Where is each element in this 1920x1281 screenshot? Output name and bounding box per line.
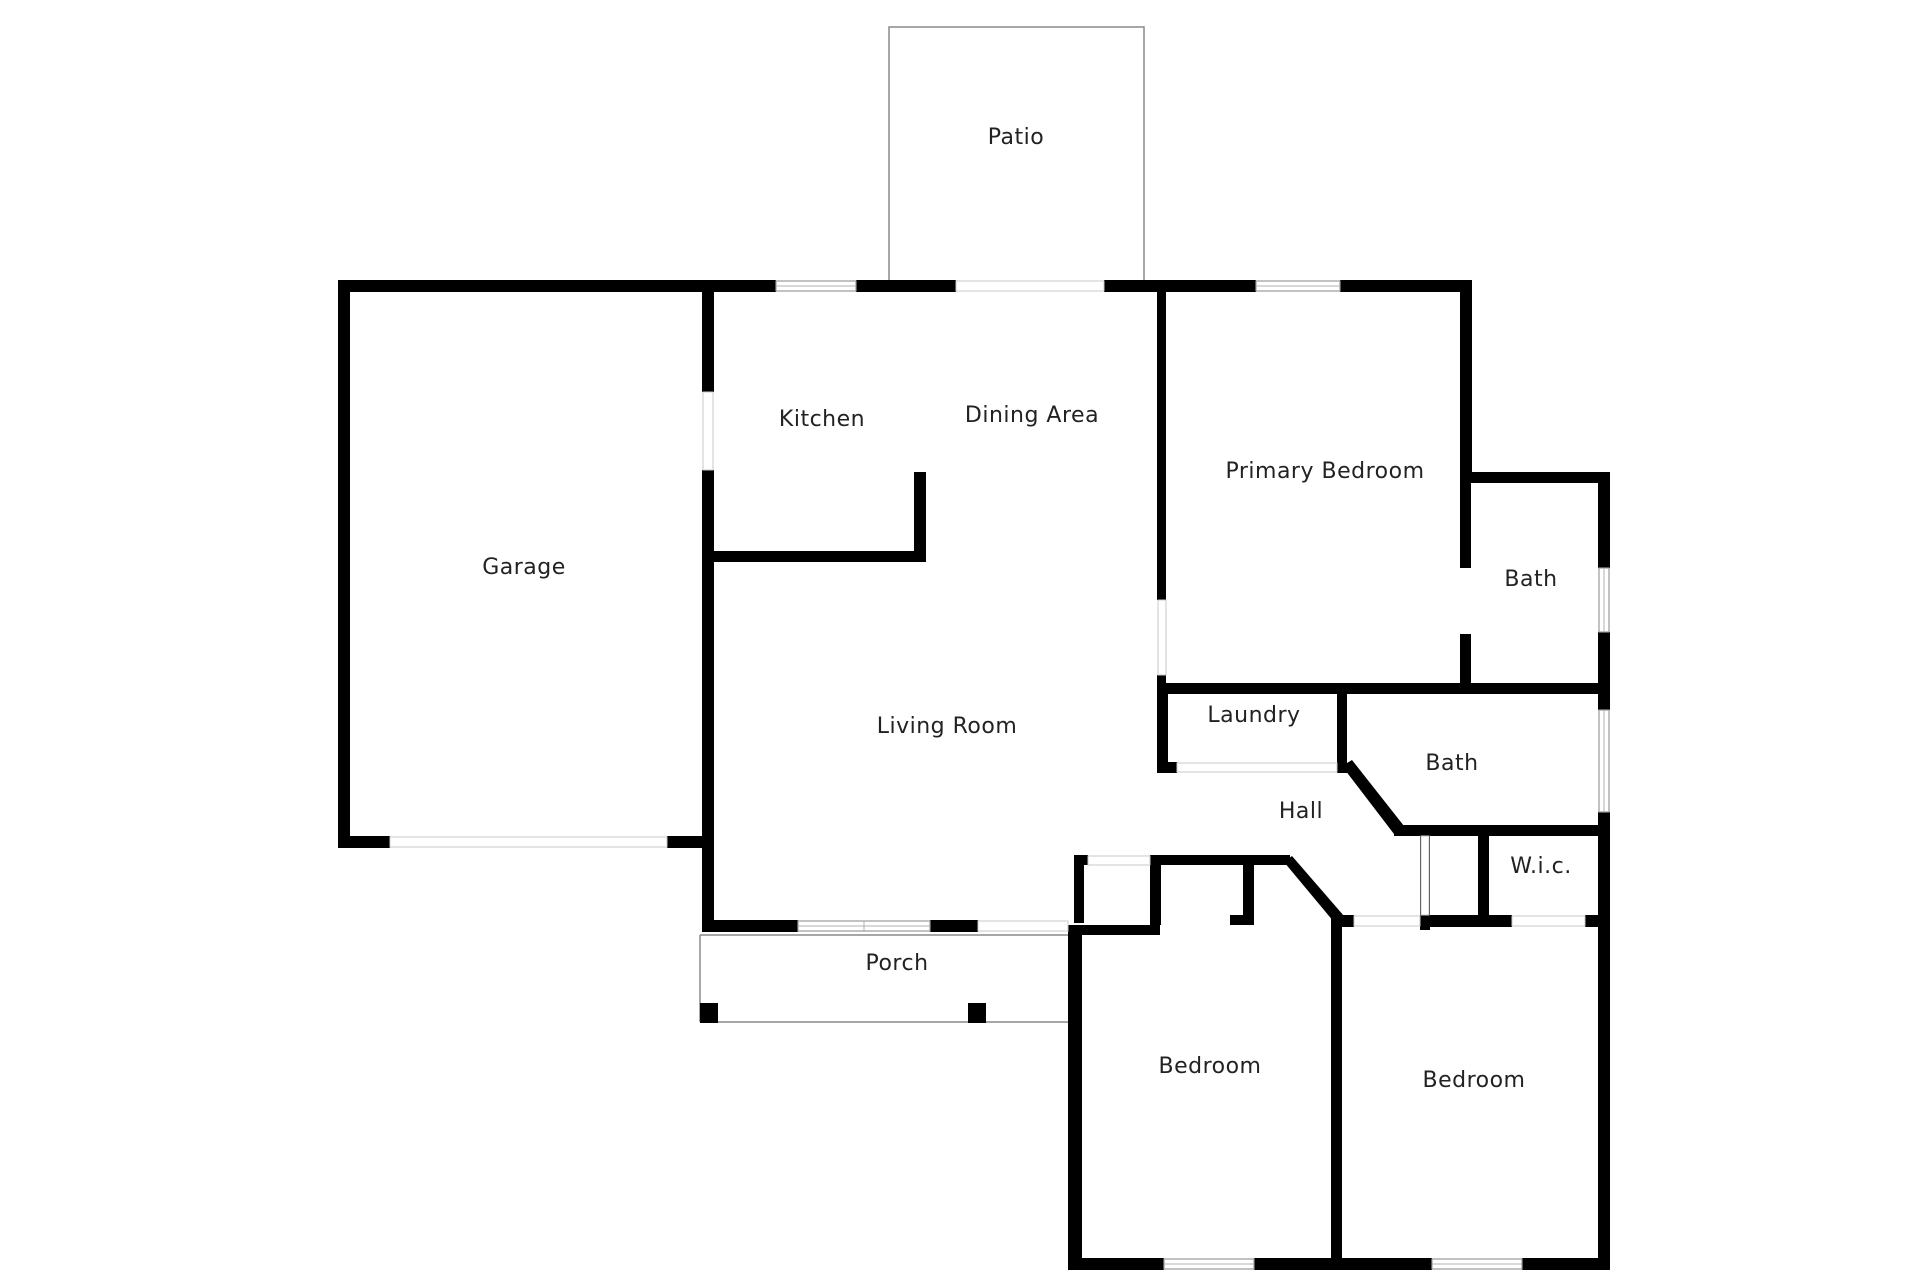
room-label-bedroom-left: Bedroom xyxy=(1158,1054,1261,1079)
room-label-living-room: Living Room xyxy=(877,714,1018,739)
patio-outline xyxy=(888,26,1145,283)
room-label-wic: W.i.c. xyxy=(1510,854,1571,879)
walls xyxy=(338,280,1610,1270)
room-label-hall: Hall xyxy=(1279,799,1323,824)
room-label-bedroom-right: Bedroom xyxy=(1422,1068,1525,1093)
room-label-patio: Patio xyxy=(988,125,1044,150)
room-label-porch: Porch xyxy=(865,951,928,976)
porch-outline xyxy=(699,934,1068,1023)
room-label-garage: Garage xyxy=(482,555,566,580)
room-label-kitchen: Kitchen xyxy=(779,407,865,432)
windows xyxy=(389,280,1610,1270)
room-label-bath-hall: Bath xyxy=(1425,751,1478,776)
room-label-laundry: Laundry xyxy=(1207,703,1300,728)
room-label-primary-bedroom: Primary Bedroom xyxy=(1225,459,1424,484)
room-label-bath-primary: Bath xyxy=(1504,567,1557,592)
room-label-dining-area: Dining Area xyxy=(965,403,1099,428)
